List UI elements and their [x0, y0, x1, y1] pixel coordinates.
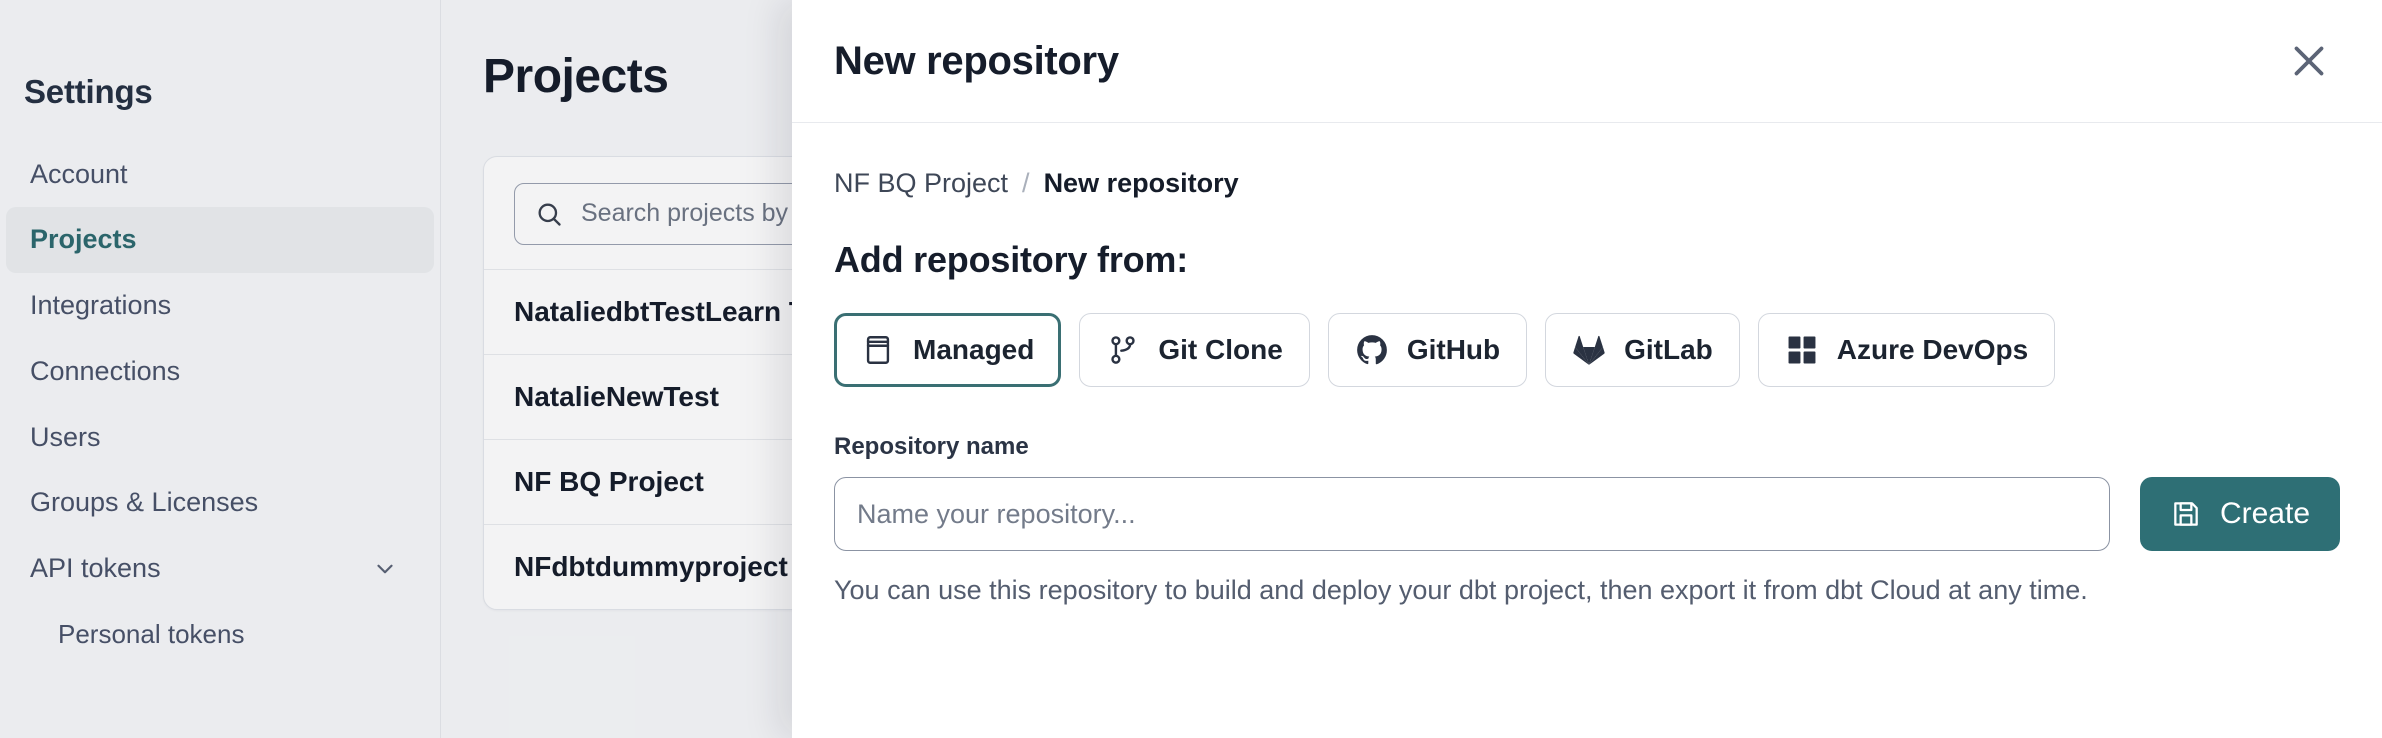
sidebar-item-label: Personal tokens — [58, 618, 245, 649]
project-name: NatalieNewTest — [514, 380, 719, 412]
new-repository-modal: New repository NF BQ Project / New repos… — [792, 0, 2382, 738]
sidebar-item-users[interactable]: Users — [6, 405, 434, 471]
create-button-label: Create — [2219, 497, 2310, 531]
sidebar-item-label: Projects — [30, 224, 137, 255]
source-option-label: GitLab — [1624, 334, 1713, 366]
github-icon — [1355, 333, 1389, 367]
breadcrumb: NF BQ Project / New repository — [834, 167, 2340, 199]
sidebar-item-projects[interactable]: Projects — [6, 207, 434, 274]
source-option-gitlab[interactable]: GitLab — [1545, 313, 1740, 388]
source-option-azure-devops[interactable]: Azure DevOps — [1757, 313, 2056, 388]
source-option-label: Azure DevOps — [1836, 334, 2029, 366]
sidebar-item-groups-licenses[interactable]: Groups & Licenses — [6, 470, 434, 536]
search-icon — [535, 200, 563, 228]
sidebar-nav: Account Projects Integrations Connection… — [0, 142, 440, 667]
sidebar-item-label: API tokens — [30, 553, 161, 584]
breadcrumb-separator: / — [1022, 168, 1030, 198]
source-option-label: Git Clone — [1158, 334, 1283, 366]
sidebar-item-label: Connections — [30, 355, 181, 386]
repository-source-options: Managed Git Clone — [834, 313, 2340, 388]
project-name: NataliedbtTestLearn T — [514, 295, 806, 327]
repository-helper-text: You can use this repository to build and… — [834, 575, 2088, 606]
sidebar-item-integrations[interactable]: Integrations — [6, 273, 434, 339]
git-branch-icon — [1106, 333, 1140, 367]
repository-name-label: Repository name — [834, 433, 1029, 461]
repository-name-row: Create — [834, 477, 2340, 552]
source-option-label: Managed — [913, 334, 1035, 366]
breadcrumb-current: New repository — [1043, 168, 1239, 198]
azure-devops-icon — [1785, 333, 1819, 367]
sidebar-item-connections[interactable]: Connections — [6, 339, 434, 405]
modal-title: New repository — [834, 38, 1119, 83]
create-button[interactable]: Create — [2139, 477, 2340, 552]
sidebar-title: Settings — [24, 73, 153, 110]
sidebar-item-personal-tokens[interactable]: Personal tokens — [6, 602, 434, 667]
sidebar-item-api-tokens[interactable]: API tokens — [6, 536, 434, 602]
modal-body: NF BQ Project / New repository Add repos… — [792, 123, 2382, 608]
sidebar-item-label: Groups & Licenses — [30, 487, 259, 518]
sidebar-item-label: Integrations — [30, 290, 172, 321]
sidebar-item-label: Account — [30, 158, 128, 189]
page-title: Projects — [483, 50, 669, 103]
source-option-git-clone[interactable]: Git Clone — [1079, 313, 1310, 388]
chevron-down-icon[interactable] — [372, 556, 398, 582]
source-option-label: GitHub — [1406, 334, 1501, 366]
project-name: NFdbtdummyproject — [514, 550, 788, 582]
save-icon — [2170, 498, 2202, 530]
gitlab-icon — [1572, 333, 1606, 367]
source-option-github[interactable]: GitHub — [1327, 313, 1528, 388]
repository-name-input[interactable] — [834, 477, 2110, 552]
project-name: NF BQ Project — [514, 465, 704, 497]
add-repository-heading: Add repository from: — [834, 239, 1189, 281]
managed-repo-icon — [861, 333, 895, 367]
sidebar-item-account[interactable]: Account — [6, 142, 434, 208]
close-icon[interactable] — [2284, 36, 2334, 86]
source-option-managed[interactable]: Managed — [834, 313, 1062, 388]
settings-sidebar: Settings Account Projects Integrations C… — [0, 0, 441, 738]
sidebar-item-label: Users — [30, 421, 101, 452]
breadcrumb-parent[interactable]: NF BQ Project — [834, 168, 1009, 198]
modal-header: New repository — [792, 0, 2382, 123]
